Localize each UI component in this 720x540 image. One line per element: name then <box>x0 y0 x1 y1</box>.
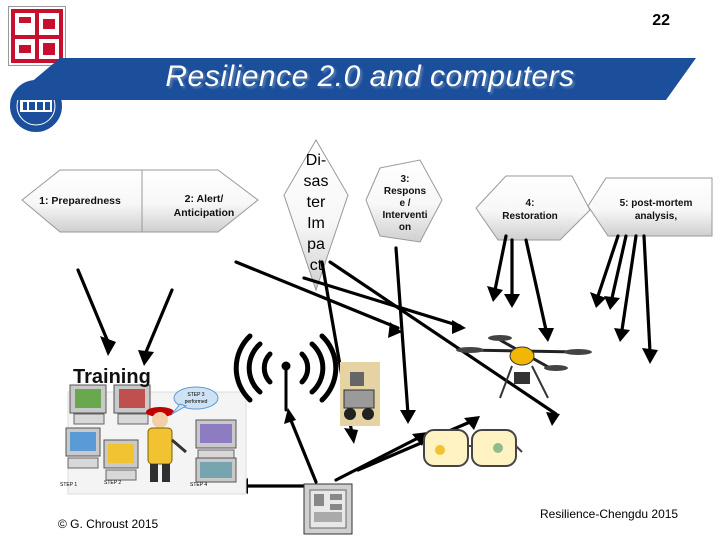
computer-icon <box>104 440 138 480</box>
phase-label-restoration: Restoration <box>502 211 558 222</box>
phase-label-restoration: 4: <box>526 198 535 209</box>
computer-icon <box>196 420 236 460</box>
phase-label-anticipation: 2: Alert/ <box>185 193 224 205</box>
computer-chip-icon <box>304 484 352 534</box>
phase-label-response: e / <box>399 198 410 209</box>
phase-label-response: Interventi <box>382 210 427 221</box>
computer-icon <box>70 385 106 424</box>
phase-label-disaster: sas <box>304 173 329 190</box>
training-illustration: STEP 3 performed STEP 1 STEP 2 STEP 4 <box>60 385 246 494</box>
arrow <box>495 236 506 290</box>
arrow <box>78 270 108 342</box>
bubble-line: STEP 3 <box>187 392 204 398</box>
arrow <box>526 240 546 330</box>
phase-label-disaster: Im <box>307 215 325 232</box>
robot-icon <box>340 362 380 426</box>
arrow <box>290 418 316 482</box>
antenna-icon <box>236 336 336 410</box>
phase-label-response: on <box>399 222 411 233</box>
phase-label-response: 3: <box>401 174 410 185</box>
phase-label-disaster: ter <box>307 194 326 211</box>
step-label: STEP 4 <box>190 482 207 488</box>
bubble-line: performed <box>185 399 208 405</box>
footer-copyright: © G. Chroust 2015 <box>58 517 158 531</box>
phase-label-response: Respons <box>384 186 427 197</box>
phase-label-disaster: pa <box>307 236 325 253</box>
phase-label-preparedness: 1: Preparedness <box>39 195 121 207</box>
step-label: STEP 1 <box>60 482 77 488</box>
phase-label-disaster: ct <box>310 257 323 274</box>
arrow <box>644 236 650 352</box>
arrow <box>336 438 418 480</box>
step-label: STEP 2 <box>104 480 121 486</box>
footer-event: Resilience-Chengdu 2015 <box>540 507 678 521</box>
phase-label-postmortem: 5: post-mortem <box>620 198 693 209</box>
drone-icon <box>456 335 592 398</box>
phase-label-disaster: Di- <box>306 152 326 169</box>
computer-icon <box>114 385 150 424</box>
computer-icon <box>196 458 236 482</box>
computer-icon <box>66 428 100 468</box>
training-title: Training <box>73 366 151 389</box>
arrow <box>146 290 172 352</box>
phase-label-anticipation: Anticipation <box>174 207 235 219</box>
phase-label-postmortem: analysis, <box>635 211 677 222</box>
smart-glasses-icon <box>424 430 522 466</box>
